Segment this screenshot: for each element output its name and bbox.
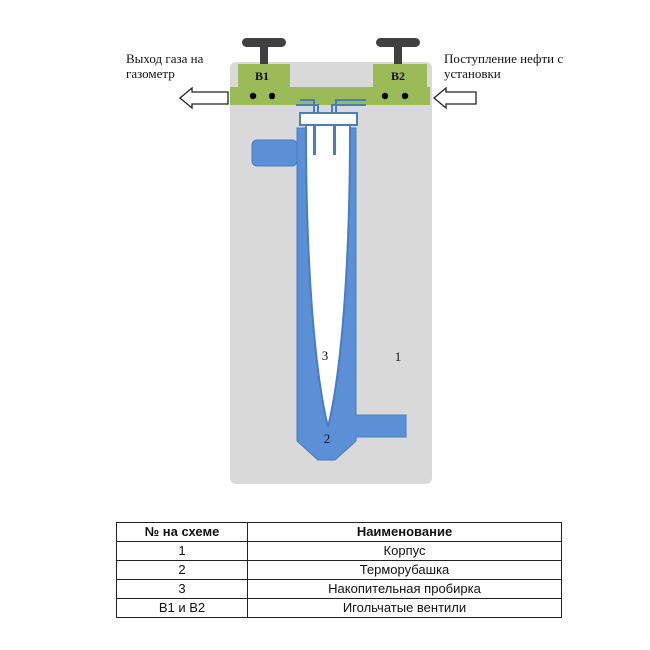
label-tube-number: 3 <box>322 348 329 363</box>
valve-b2-label: B2 <box>391 69 405 83</box>
table-cell-name: Накопительная пробирка <box>247 579 562 599</box>
valve-b2-handle <box>376 38 420 64</box>
gas-outlet-caption: Выход газа на газометр <box>126 51 204 81</box>
legend-header-row: № на схеме Наименование <box>116 522 562 542</box>
gas-outlet-arrow <box>178 86 229 110</box>
table-cell-number: 3 <box>116 579 248 599</box>
valves-bar <box>230 64 430 105</box>
oil-inlet-arrow <box>432 86 477 110</box>
label-body-number: 1 <box>395 349 402 364</box>
separator-diagram: B1 B2 1 2 3 <box>178 38 477 484</box>
valve-b1-label: B1 <box>255 69 269 83</box>
table-cell-number: 1 <box>116 541 248 561</box>
table-cell-name: Корпус <box>247 541 562 561</box>
legend-table: № на схеме Наименование 1 Корпус 2 Термо… <box>116 522 562 618</box>
table-cell-name: Терморубашка <box>247 560 562 580</box>
label-jacket-number: 2 <box>324 431 331 446</box>
table-row: 3 Накопительная пробирка <box>116 579 562 599</box>
table-row: B1 и B2 Игольчатые вентили <box>116 598 562 618</box>
table-row: 2 Терморубашка <box>116 560 562 580</box>
table-row: 1 Корпус <box>116 541 562 561</box>
legend-header-name: Наименование <box>247 522 562 542</box>
table-cell-number: 2 <box>116 560 248 580</box>
collection-tube <box>299 112 358 428</box>
table-cell-number: B1 и B2 <box>116 598 248 618</box>
oil-inlet-caption: Поступление нефти с установки <box>444 51 564 81</box>
table-cell-name: Игольчатые вентили <box>247 598 562 618</box>
valve-b1-handle <box>242 38 286 64</box>
valve-bolts <box>249 92 409 100</box>
legend-header-number: № на схеме <box>116 522 248 542</box>
